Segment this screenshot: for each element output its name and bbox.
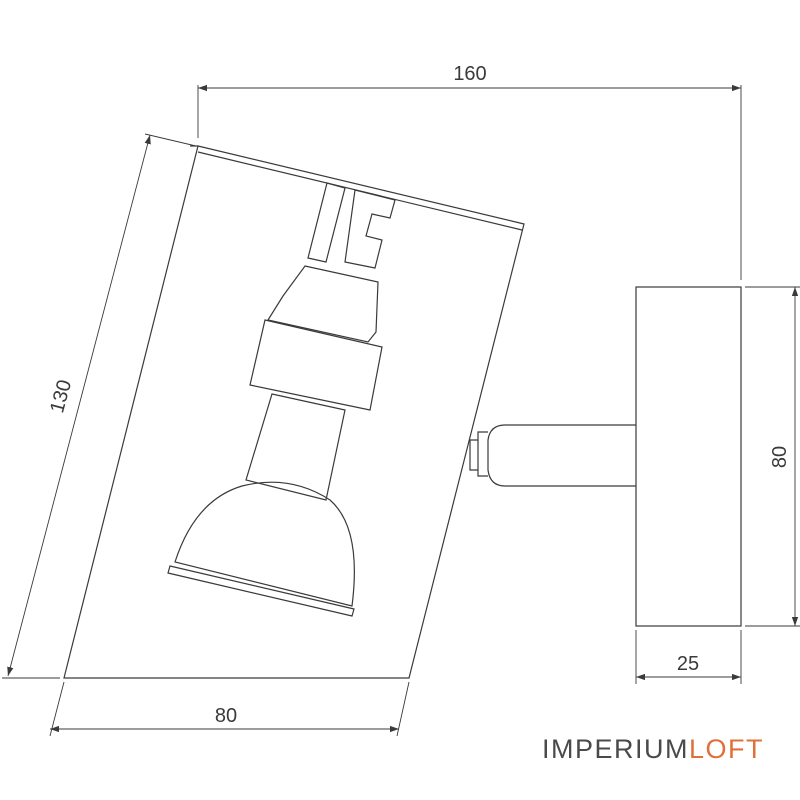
reflector-bulb xyxy=(167,481,355,617)
brand-name-part2: LOFT xyxy=(689,734,765,764)
dimension-base-height: 80 xyxy=(745,286,800,627)
dimension-base-depth: 25 xyxy=(635,630,742,684)
dimension-label-80-horizontal: 80 xyxy=(215,705,237,727)
dimension-label-130: 130 xyxy=(46,377,76,415)
wall-base-plate xyxy=(635,286,742,627)
dimension-overall-width: 160 xyxy=(197,63,742,280)
bulb-socket xyxy=(245,182,396,501)
dimension-label-80-vertical: 80 xyxy=(769,446,791,468)
brand-name-part1: IMPERIUM xyxy=(542,734,689,764)
mounting-arm xyxy=(469,424,636,487)
dimension-shade-width: 80 xyxy=(49,681,410,737)
lamp-shade xyxy=(63,145,525,679)
brand-logo: IMPERIUMLOFT xyxy=(542,734,764,765)
dimension-label-160: 160 xyxy=(453,63,486,85)
dimension-shade-height: 130 xyxy=(2,133,197,679)
dimension-label-25: 25 xyxy=(677,653,699,675)
